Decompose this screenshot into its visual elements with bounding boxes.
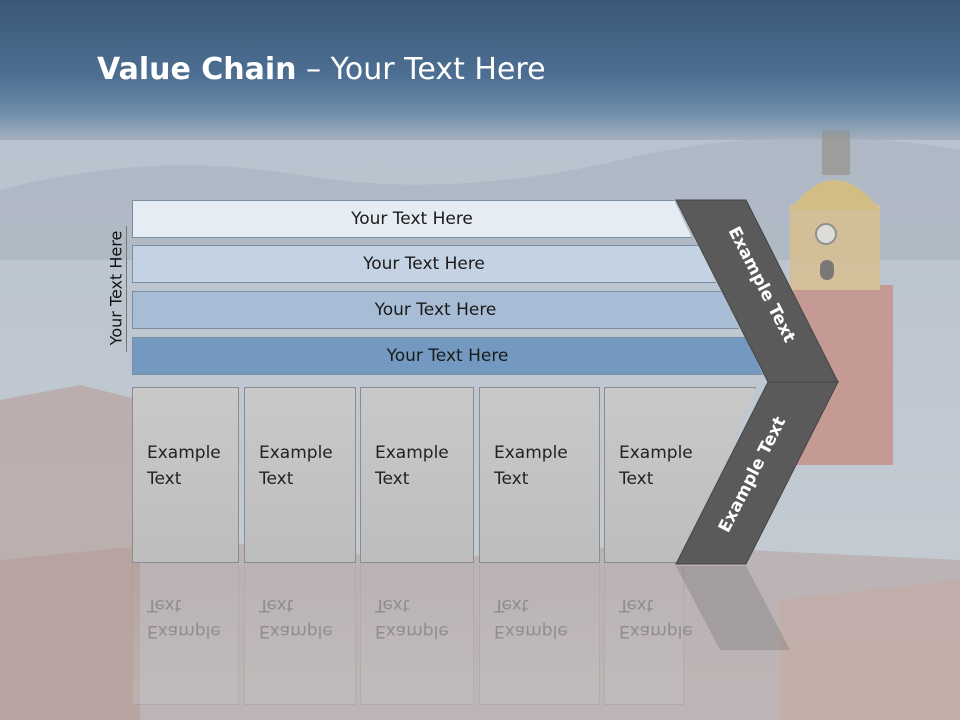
activity-cell-4: Example Text [479, 387, 600, 563]
cell-line-2: Text [147, 469, 182, 489]
cell-line-2: Text [375, 469, 410, 489]
chevron-reflection [676, 566, 790, 650]
cell-line-1: Example [259, 443, 333, 463]
cell-line-1: Example [494, 443, 568, 463]
title-bold-part: Value Chain [97, 52, 297, 87]
slide-title: Value Chain – Your Text Here [97, 52, 546, 87]
value-bar-3: Your Text Here [132, 291, 739, 329]
value-bar-4: Your Text Here [132, 337, 763, 375]
chevron-lower-arm [675, 381, 839, 565]
cell-line-2: Text [619, 469, 654, 489]
title-band [0, 0, 960, 140]
cell-line-1: Example [619, 443, 693, 463]
side-label-divider [126, 226, 127, 352]
value-bar-2: Your Text Here [132, 245, 716, 283]
activity-cell-3: Example Text [360, 387, 474, 563]
cell-line-1: Example [147, 443, 221, 463]
cell-line-2: Text [259, 469, 294, 489]
cell-line-1: Example [375, 443, 449, 463]
cell-line-2: Text [494, 469, 529, 489]
title-rest-part: – Your Text Here [296, 52, 546, 87]
activity-cell-2: Example Text [244, 387, 356, 563]
activity-cell-1: Example Text [132, 387, 239, 563]
